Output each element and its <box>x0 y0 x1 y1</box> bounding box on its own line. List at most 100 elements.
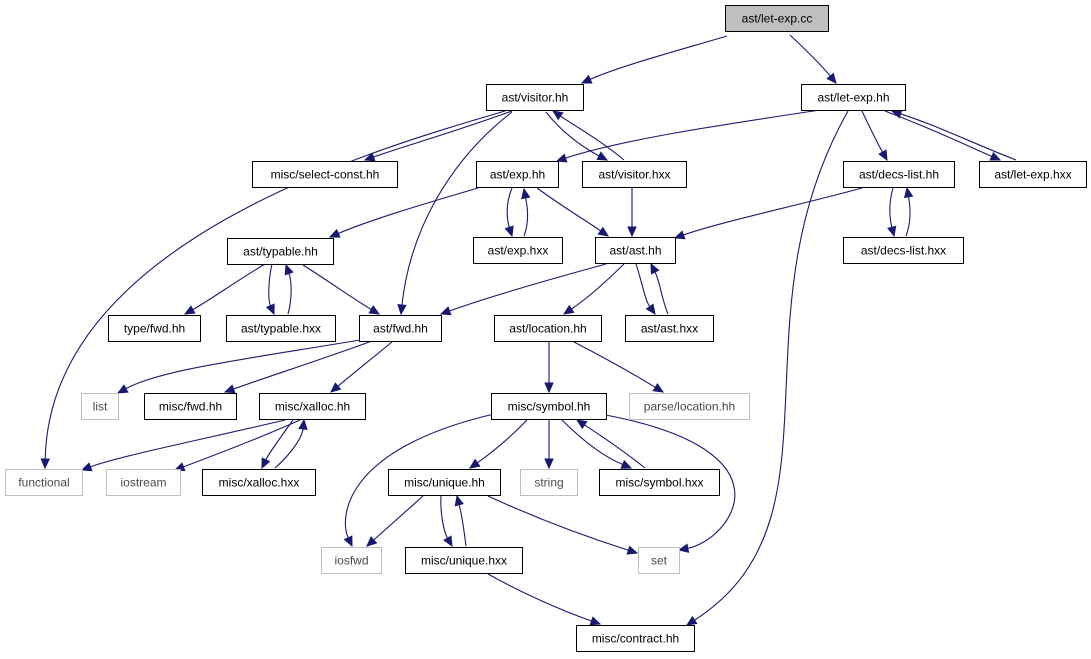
arrow-head-icon <box>284 263 294 276</box>
edge-ast-let-exp-hh-to-ast-exp-hh <box>555 109 821 163</box>
node-label: misc/symbol.hxx <box>615 476 703 490</box>
node-ast-ast-hxx[interactable]: ast/ast.hxx <box>625 315 714 342</box>
arrow-head-icon <box>544 382 554 394</box>
edge-ast-ast-hh-to-ast-location-hh <box>562 263 625 315</box>
node-ast-typable-hh[interactable]: ast/typable.hh <box>227 238 334 265</box>
edge-line <box>401 111 513 306</box>
arrow-head-icon <box>343 535 353 548</box>
node-list: list <box>81 393 119 420</box>
edge-line <box>635 263 651 307</box>
edge-line <box>192 263 266 311</box>
node-box <box>629 393 750 420</box>
edge-ast-let-exp-hh-to-misc-contract-hh <box>685 110 849 626</box>
node-ast-fwd-hh[interactable]: ast/fwd.hh <box>359 315 442 342</box>
node-label: misc/xalloc.hh <box>275 400 350 414</box>
edge-line <box>545 111 600 157</box>
node-label: list <box>93 400 108 414</box>
node-box <box>144 393 237 420</box>
node-label: ast/decs-list.hxx <box>861 244 946 258</box>
edge-ast-decs-list-hh-to-ast-ast-hh <box>673 187 863 240</box>
edge-ast-typable-hh-to-type-fwd-hh <box>183 263 266 315</box>
edge-ast-let-exp-hh-to-ast-let-exp-hxx <box>884 110 1002 161</box>
edge-ast-ast-hxx-to-ast-ast-hh <box>650 262 669 315</box>
node-box <box>227 238 334 265</box>
node-misc-select-const-hh[interactable]: misc/select-const.hh <box>252 161 398 188</box>
edge-misc-unique-hxx-to-misc-contract-hh <box>487 573 602 626</box>
node-box <box>259 393 366 420</box>
node-box <box>405 547 523 574</box>
edge-line <box>571 263 625 310</box>
edge-line <box>523 197 529 237</box>
edge-line <box>125 339 361 390</box>
node-misc-unique-hh[interactable]: misc/unique.hh <box>388 469 501 496</box>
node-ast-decs-list-hh[interactable]: ast/decs-list.hh <box>843 161 955 188</box>
node-type-fwd-hh[interactable]: type/fwd.hh <box>108 315 201 342</box>
node-box <box>106 469 181 496</box>
edge-line <box>683 187 863 236</box>
node-misc-fwd-hh[interactable]: misc/fwd.hh <box>144 393 237 420</box>
nodes-layer: ast/let-exp.cc ast/visitor.hh ast/let-exp.… <box>5 5 1087 652</box>
edge-line <box>573 341 656 388</box>
node-misc-symbol-hh[interactable]: misc/symbol.hh <box>491 393 607 420</box>
node-box <box>202 469 316 496</box>
edge-ast-visitor-hxx-to-ast-visitor-hh <box>551 110 625 161</box>
edge-line <box>344 413 495 539</box>
arrow-head-icon <box>397 304 407 316</box>
node-ast-let-exp-hxx[interactable]: ast/let-exp.hxx <box>979 161 1087 188</box>
node-misc-unique-hxx[interactable]: misc/unique.hxx <box>405 547 523 574</box>
arrow-head-icon <box>575 419 588 430</box>
edge-ast-fwd-hh-to-misc-xalloc-hh <box>330 341 393 393</box>
edge-misc-xalloc-hh-to-iostream <box>173 419 301 472</box>
node-label: type/fwd.hh <box>124 322 185 336</box>
node-box <box>226 315 336 342</box>
edges-layer <box>40 34 1017 626</box>
arrow-head-icon <box>878 149 888 162</box>
node-misc-xalloc-hxx[interactable]: misc/xalloc.hxx <box>202 469 316 496</box>
node-ast-exp-hxx[interactable]: ast/exp.hxx <box>473 237 563 264</box>
arrow-head-icon <box>596 151 609 161</box>
arrow-head-icon <box>439 306 452 316</box>
edge-misc-unique-hh-to-iosfwd <box>366 495 424 547</box>
edge-ast-visitor-hxx-to-ast-ast-hh <box>627 187 637 238</box>
edge-ast-fwd-hh-to-misc-fwd-hh <box>223 340 373 394</box>
arrow-head-icon <box>562 304 575 315</box>
edge-line <box>274 428 304 469</box>
node-ast-typable-hxx[interactable]: ast/typable.hxx <box>226 315 336 342</box>
arrow-head-icon <box>652 382 665 393</box>
edge-ast-location-hh-to-parse-location-hh <box>573 341 665 393</box>
edge-misc-unique-hxx-to-misc-unique-hh <box>454 494 467 547</box>
edge-ast-let-exp-cc-to-ast-visitor-hh <box>580 35 728 84</box>
node-label: ast/typable.hh <box>243 245 318 259</box>
node-box <box>494 315 602 342</box>
node-ast-exp-hh[interactable]: ast/exp.hh <box>476 161 559 188</box>
node-ast-ast-hh[interactable]: ast/ast.hh <box>595 237 676 264</box>
edge-misc-symbol-hh-to-set <box>599 413 736 553</box>
node-label: iosfwd <box>334 554 368 568</box>
node-misc-contract-hh[interactable]: misc/contract.hh <box>576 625 695 652</box>
arrow-head-icon <box>261 457 271 470</box>
node-box <box>843 161 955 188</box>
node-ast-decs-list-hxx[interactable]: ast/decs-list.hxx <box>843 237 964 264</box>
node-misc-symbol-hxx[interactable]: misc/symbol.hxx <box>599 469 720 496</box>
node-ast-let-exp-cc[interactable]: ast/let-exp.cc <box>725 5 829 32</box>
node-label: ast/decs-list.hh <box>859 168 939 182</box>
arrow-head-icon <box>989 151 1002 161</box>
node-box <box>486 84 584 111</box>
node-ast-visitor-hh[interactable]: ast/visitor.hh <box>486 84 584 111</box>
node-ast-let-exp-hh[interactable]: ast/let-exp.hh <box>801 84 906 111</box>
edge-line <box>694 110 849 621</box>
edge-ast-exp-hh-to-ast-ast-hh <box>536 187 610 237</box>
node-box <box>321 547 382 574</box>
node-label: ast/ast.hxx <box>641 322 698 336</box>
node-label: iostream <box>120 476 166 490</box>
node-ast-location-hh[interactable]: ast/location.hh <box>494 315 602 342</box>
edge-line <box>302 264 372 310</box>
edge-line <box>536 187 601 232</box>
edge-line <box>561 419 623 466</box>
edge-line <box>584 424 646 469</box>
edge-line <box>44 110 506 460</box>
edge-misc-xalloc-hh-to-functional <box>80 419 286 472</box>
node-misc-xalloc-hh[interactable]: misc/xalloc.hh <box>259 393 366 420</box>
node-ast-visitor-hxx[interactable]: ast/visitor.hxx <box>582 161 687 188</box>
edge-line <box>477 419 528 464</box>
